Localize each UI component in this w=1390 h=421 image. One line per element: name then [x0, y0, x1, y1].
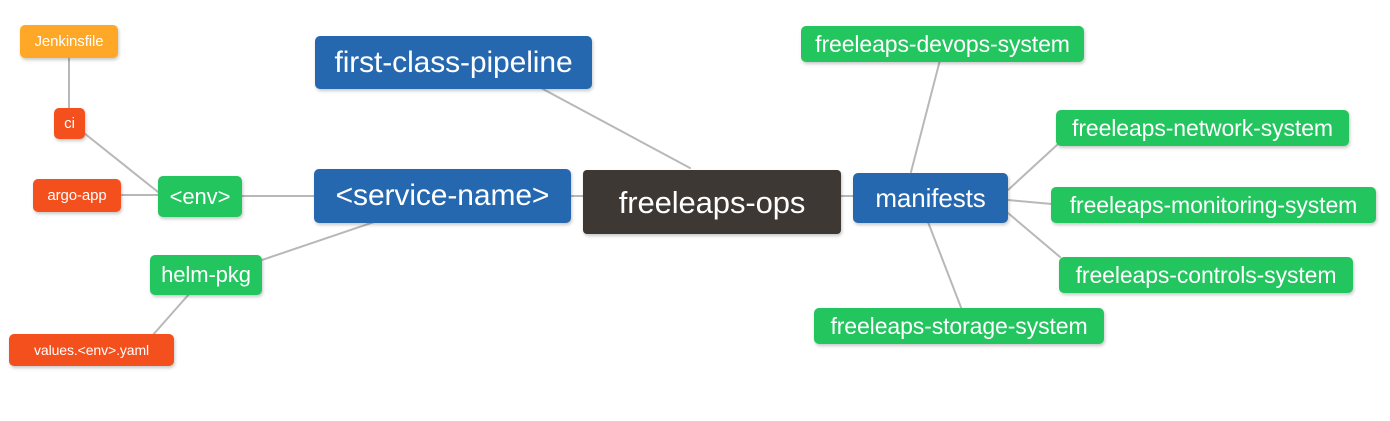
- edge-manifests-monitoringsystem: [1007, 199, 1053, 205]
- node-env[interactable]: <env>: [158, 176, 242, 217]
- node-manifests[interactable]: manifests: [853, 173, 1008, 223]
- edge-valuesyaml-helmpkg: [151, 292, 191, 337]
- node-root-label: freeleaps-ops: [618, 184, 806, 220]
- node-controls-system-label: freeleaps-controls-system: [1075, 261, 1337, 288]
- node-helm-pkg[interactable]: helm-pkg: [150, 255, 262, 295]
- node-storage-system-label: freeleaps-storage-system: [830, 312, 1088, 339]
- node-root-freeleaps-ops[interactable]: freeleaps-ops: [583, 170, 841, 234]
- node-jenkinsfile-label: Jenkinsfile: [34, 33, 104, 50]
- node-monitoring-system-label: freeleaps-monitoring-system: [1069, 191, 1358, 218]
- node-jenkinsfile[interactable]: Jenkinsfile: [20, 25, 118, 58]
- node-service-name-label: <service-name>: [335, 179, 550, 212]
- node-first-class-pipeline[interactable]: first-class-pipeline: [315, 36, 592, 89]
- node-first-class-pipeline-label: first-class-pipeline: [334, 45, 573, 79]
- node-values-yaml-label: values.<env>.yaml: [33, 342, 150, 358]
- node-argo-app-label: argo-app: [47, 187, 107, 204]
- node-monitoring-system[interactable]: freeleaps-monitoring-system: [1051, 187, 1376, 223]
- edge-manifests-devopssystem: [910, 59, 941, 173]
- node-network-system-label: freeleaps-network-system: [1072, 114, 1333, 141]
- edge-helmpkg-servicename: [255, 218, 384, 263]
- node-env-label: <env>: [169, 183, 231, 209]
- edge-manifests-networksystem: [1007, 144, 1058, 191]
- node-values-yaml[interactable]: values.<env>.yaml: [9, 334, 174, 366]
- node-argo-app[interactable]: argo-app: [33, 179, 121, 212]
- node-service-name[interactable]: <service-name>: [314, 169, 571, 223]
- edge-firstclasspipeline-root: [540, 87, 691, 169]
- node-devops-system[interactable]: freeleaps-devops-system: [801, 26, 1084, 62]
- node-manifests-label: manifests: [875, 183, 986, 213]
- node-helm-pkg-label: helm-pkg: [161, 262, 251, 287]
- node-storage-system[interactable]: freeleaps-storage-system: [814, 308, 1104, 344]
- node-controls-system[interactable]: freeleaps-controls-system: [1059, 257, 1353, 293]
- node-ci-label: ci: [64, 115, 75, 132]
- node-network-system[interactable]: freeleaps-network-system: [1056, 110, 1349, 146]
- node-devops-system-label: freeleaps-devops-system: [815, 30, 1070, 57]
- node-ci[interactable]: ci: [54, 108, 85, 139]
- edge-manifests-storagesystem: [927, 221, 963, 311]
